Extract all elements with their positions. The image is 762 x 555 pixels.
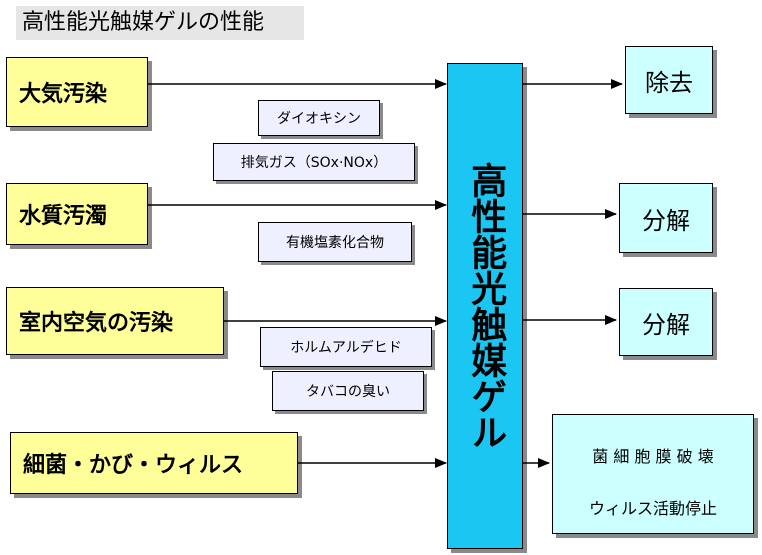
result-virus-stop: ウィルス活動停止 (588, 499, 717, 518)
page-title: 高性能光触媒ゲルの性能 (16, 6, 304, 40)
source-bacteria-mold-virus: 細菌・かび・ウィルス (10, 432, 298, 494)
outcome-decomposition-2: 分解 (619, 288, 713, 356)
outcome-bacteria-virus-result: 菌 細 胞 膜 破 壊 ウィルス活動停止 (552, 414, 754, 534)
substance-formaldehyde: ホルムアルデヒド (260, 327, 432, 367)
outcome-removal: 除去 (625, 46, 713, 114)
result-membrane-destruction: 菌 細 胞 膜 破 壊 (592, 447, 714, 466)
source-indoor-air-pollution: 室内空気の汚染 (6, 287, 224, 355)
substance-exhaust-gas: 排気ガス（SOx·NOx） (213, 143, 415, 181)
outcome-decomposition-1: 分解 (619, 183, 713, 253)
photocatalyst-gel-box: 高性能光触媒ゲル (447, 63, 523, 549)
source-air-pollution: 大気汚染 (6, 57, 148, 127)
substance-dioxin: ダイオキシン (258, 100, 380, 136)
substance-tobacco-odor: タバコの臭い (272, 371, 424, 411)
substance-organochlorine: 有機塩素化合物 (258, 222, 412, 262)
source-water-pollution: 水質汚濁 (6, 183, 148, 245)
